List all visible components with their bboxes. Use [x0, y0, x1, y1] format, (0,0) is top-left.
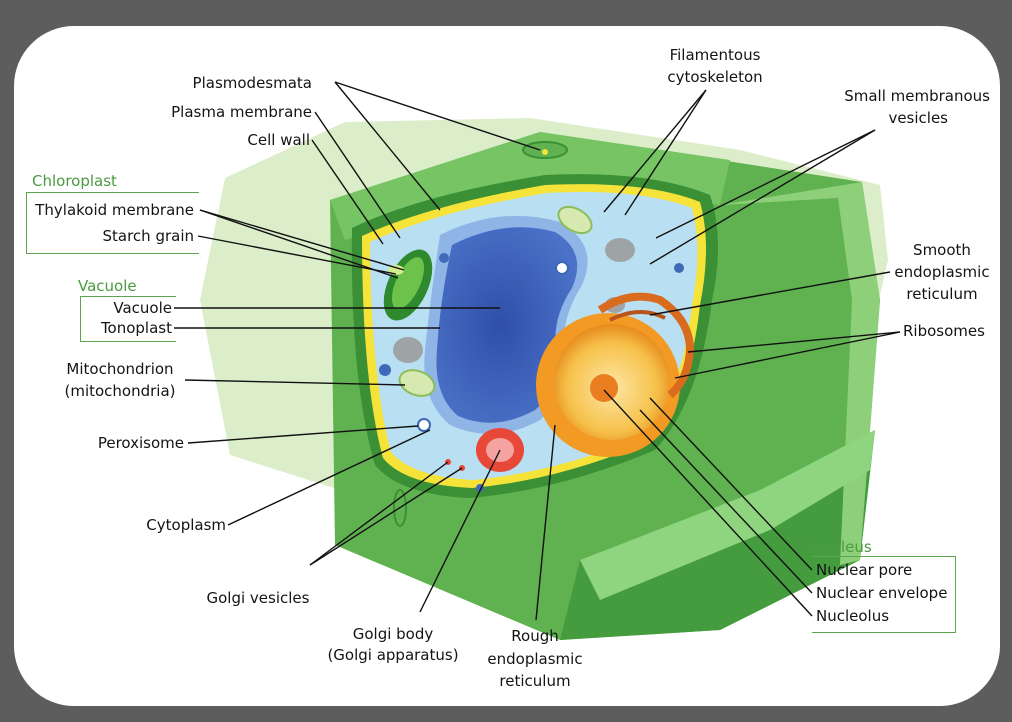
- label-rough-er-2: endoplasmic: [487, 650, 583, 668]
- label-golgi-body-1: Golgi body: [352, 625, 434, 643]
- label-rough-er-1: Rough: [511, 627, 559, 645]
- label-nucleus-group: Nucleus: [812, 538, 872, 556]
- label-plasma-membrane: Plasma membrane: [171, 103, 312, 121]
- label-mitochondrion-2: (mitochondria): [64, 382, 176, 400]
- label-mitochondrion-1: Mitochondrion: [66, 360, 174, 378]
- label-smooth-er-1: Smooth: [913, 241, 971, 259]
- label-nucleolus: Nucleolus: [816, 607, 890, 625]
- vesicle-3: [439, 253, 449, 263]
- smooth-er: [597, 292, 695, 399]
- label-ribosomes: Ribosomes: [903, 322, 985, 340]
- cell-wall-cut: [720, 182, 880, 565]
- vesicle-4: [674, 263, 684, 273]
- mitochondrion-left: [398, 369, 436, 397]
- chloroplast-group-box: [26, 192, 199, 254]
- label-golgi-vesicles: Golgi vesicles: [206, 589, 310, 607]
- label-plasmodesmata: Plasmodesmata: [192, 74, 312, 92]
- plasmodesma-dot: [542, 149, 548, 155]
- inclusion-1: [393, 337, 423, 363]
- nucleus-group-box: [812, 556, 956, 633]
- mitochondrion-top: [557, 205, 593, 235]
- label-chloroplast-group: Chloroplast: [32, 172, 117, 190]
- label-filamentous-2: cytoskeleton: [667, 68, 763, 86]
- label-vacuole: Vacuole: [113, 299, 172, 317]
- nucleolus: [590, 374, 618, 402]
- label-tonoplast: Tonoplast: [100, 319, 172, 337]
- vacuole-group-box: [80, 296, 176, 342]
- cell-wall-edge: [580, 430, 875, 600]
- leader-lines: [174, 81, 901, 621]
- vesicle-1: [555, 261, 569, 275]
- label-vacuole-group: Vacuole: [78, 277, 137, 295]
- label-smooth-er-2: endoplasmic: [894, 263, 990, 281]
- label-golgi-body-2: (Golgi apparatus): [327, 646, 459, 664]
- inclusion-2: [605, 238, 635, 262]
- peroxisome: [417, 418, 431, 432]
- label-peroxisome: Peroxisome: [97, 434, 184, 452]
- thylakoids: [391, 257, 425, 309]
- label-cell-wall: Cell wall: [247, 131, 310, 149]
- label-nuclear-envelope: Nuclear envelope: [816, 584, 948, 602]
- label-smooth-er-3: reticulum: [906, 285, 978, 303]
- label-cytoplasm: Cytoplasm: [146, 516, 226, 534]
- label-filamentous-1: Filamentous: [669, 46, 761, 64]
- smooth-er-inner: [609, 310, 666, 322]
- label-small-vesicles-1: Small membranous: [844, 87, 990, 105]
- label-small-vesicles-2: vesicles: [888, 109, 948, 127]
- label-thylakoid-membrane: Thylakoid membrane: [35, 201, 194, 219]
- label-starch-grain: Starch grain: [102, 227, 194, 245]
- starch-grain: [388, 265, 404, 275]
- vesicle-2: [379, 364, 391, 376]
- label-rough-er-3: reticulum: [499, 672, 571, 690]
- label-nuclear-pore: Nuclear pore: [816, 561, 913, 579]
